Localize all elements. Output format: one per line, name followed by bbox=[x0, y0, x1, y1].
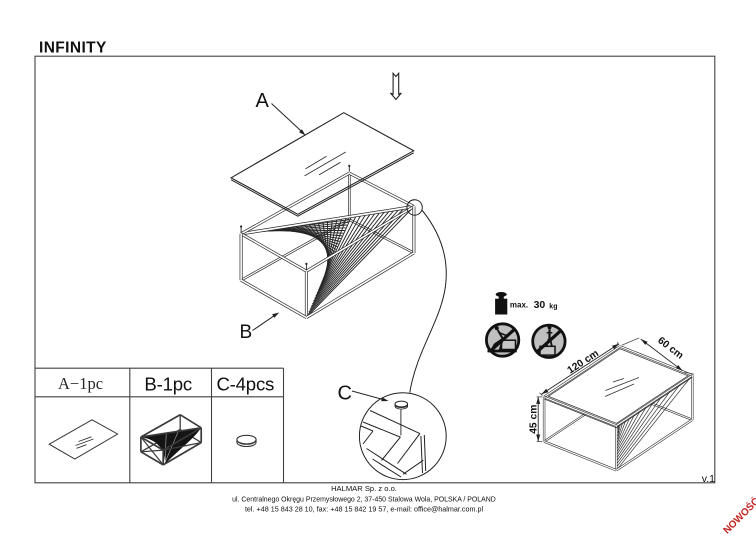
svg-text:C-4pcs: C-4pcs bbox=[216, 373, 274, 394]
svg-text:HALMAR Sp. z o.o.: HALMAR Sp. z o.o. bbox=[331, 484, 397, 493]
svg-text:v.1: v.1 bbox=[702, 473, 715, 485]
svg-text:tel. +48 15 843 28 10, fax: +4: tel. +48 15 843 28 10, fax: +48 15 842 1… bbox=[245, 504, 484, 513]
svg-text:A−1pc: A−1pc bbox=[58, 374, 103, 393]
svg-text:B: B bbox=[240, 322, 253, 343]
svg-text:45 cm: 45 cm bbox=[529, 405, 540, 434]
svg-text:max.: max. bbox=[510, 300, 528, 309]
svg-text:A: A bbox=[256, 90, 270, 112]
svg-text:ul. Centralnego Okręgu Przemys: ul. Centralnego Okręgu Przemysłowego 2, … bbox=[232, 497, 496, 504]
svg-text:INFINITY: INFINITY bbox=[39, 40, 107, 57]
svg-text:B-1pc: B-1pc bbox=[144, 373, 192, 394]
svg-text:30: 30 bbox=[534, 299, 546, 311]
svg-text:kg: kg bbox=[549, 303, 557, 310]
svg-text:C: C bbox=[338, 382, 352, 404]
